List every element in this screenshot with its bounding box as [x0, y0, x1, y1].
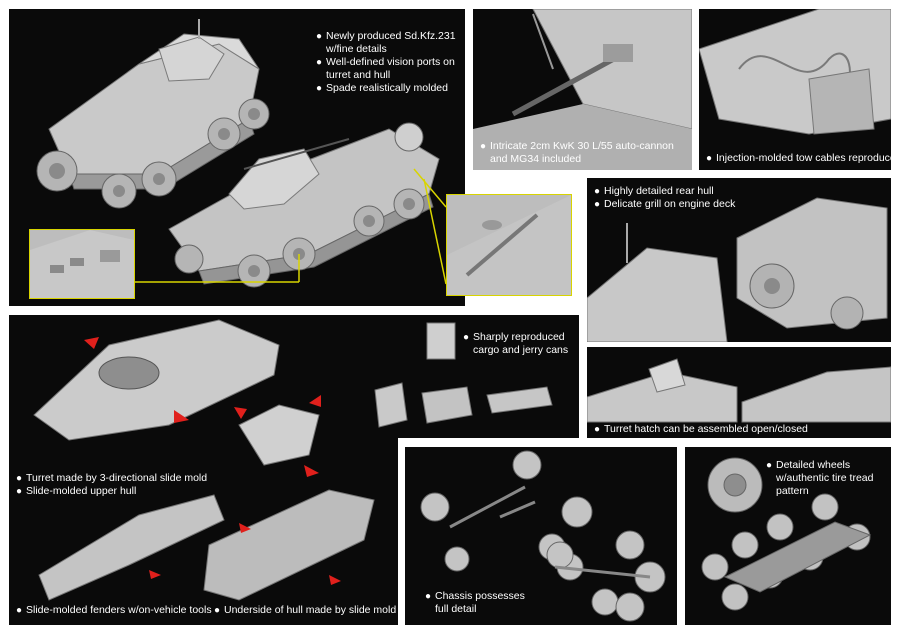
bullet-icon: ●	[480, 141, 487, 152]
panel-tow-cables: ●Injection-molded tow cables reproduced	[699, 9, 891, 170]
bullet-icon: ●	[766, 460, 773, 471]
hull-parts-illustration	[33, 319, 375, 601]
bullet-icon: ●	[594, 424, 601, 435]
bullet-icon: ●	[594, 186, 601, 197]
caption-underside: ●Underside of hull made by slide mold	[214, 604, 397, 616]
panel-chassis: ●Chassis possesses full detail	[405, 447, 677, 625]
caption-cargo: ●Sharply reproduced cargo and jerry cans	[463, 331, 569, 356]
caption-fenders: ●Slide-molded fenders w/on-vehicle tools	[16, 604, 212, 616]
bullet-icon: ●	[316, 57, 323, 68]
panel-wheels: ●Detailed wheels w/authentic tire tread …	[685, 447, 891, 625]
panel-cannon: ●Intricate 2cm KwK 30 L/55 auto-cannon a…	[473, 9, 692, 170]
panel-rear-hull: ●Highly detailed rear hull ●Delicate gri…	[587, 178, 891, 342]
vehicle-top	[36, 19, 270, 209]
bullet-icon: ●	[316, 31, 323, 42]
bullet-icon: ●	[16, 605, 23, 616]
hatch-illustration	[587, 347, 891, 423]
rear-hull-illustration	[587, 197, 888, 342]
bullet-icon: ●	[16, 473, 23, 484]
caption-tow-cables: ●Injection-molded tow cables reproduced	[706, 152, 891, 164]
bullet-icon: ●	[463, 332, 470, 343]
detail-callout-tools-box	[446, 194, 572, 296]
caption-turret-hull: ●Turret made by 3-directional slide mold…	[16, 472, 208, 497]
caption-rear-hull: ●Highly detailed rear hull ●Delicate gri…	[594, 185, 736, 210]
panel-vehicle-overview: ●Newly produced Sd.Kfz.231 w/fine detail…	[9, 9, 465, 306]
wheels-illustration	[701, 457, 872, 611]
caption-overview: ●Newly produced Sd.Kfz.231 w/fine detail…	[316, 30, 456, 94]
arrow-icons	[84, 337, 341, 585]
bullet-icon: ●	[316, 83, 323, 94]
caption-turret-hatch: ●Turret hatch can be assembled open/clos…	[594, 423, 808, 435]
caption-wheels: ●Detailed wheels w/authentic tire tread …	[766, 459, 874, 497]
vehicle-illustration	[36, 19, 447, 288]
panel-upper-hull: ●Turret made by 3-directional slide mold…	[9, 315, 398, 625]
caption-chassis: ●Chassis possesses full detail	[425, 590, 525, 615]
bullet-icon: ●	[214, 605, 221, 616]
bullet-icon: ●	[594, 199, 601, 210]
caption-cannon: ●Intricate 2cm KwK 30 L/55 auto-cannon a…	[480, 140, 674, 165]
bullet-icon: ●	[425, 591, 432, 602]
cannon-illustration	[473, 9, 692, 170]
bullet-icon: ●	[706, 153, 713, 164]
panel-turret-hatch: ●Turret hatch can be assembled open/clos…	[587, 347, 891, 438]
chassis-illustration	[420, 450, 666, 622]
detail-callout-vision-port	[29, 229, 135, 299]
bullet-icon: ●	[16, 486, 23, 497]
panel-cargo: ●Sharply reproduced cargo and jerry cans	[347, 315, 579, 438]
cargo-illustration	[374, 322, 553, 428]
tow-cable-illustration	[699, 9, 891, 135]
